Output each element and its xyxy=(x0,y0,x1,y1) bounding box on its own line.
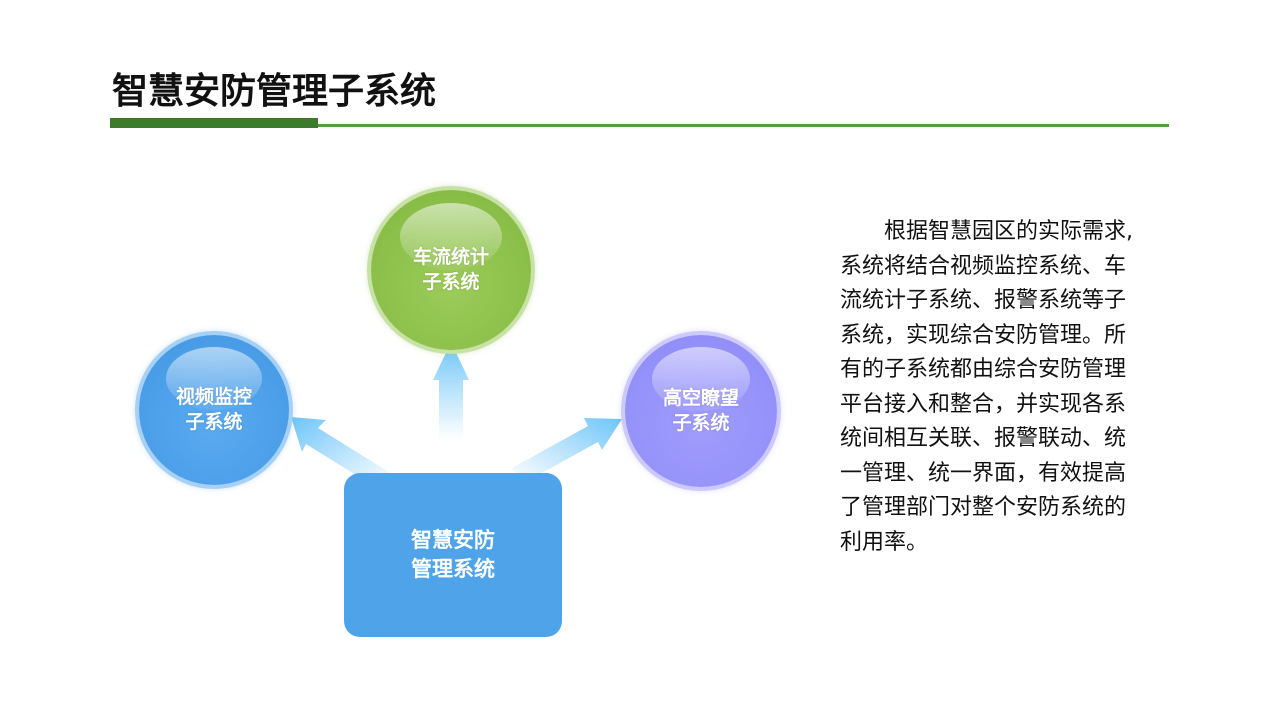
subsystem-diagram: 车流统计 子系统 视频监控 子系统 高空瞭望 子系统 智慧安防 管理系统 xyxy=(139,190,777,637)
node-label-line1: 车流统计 xyxy=(412,246,489,268)
arrow-up-icon xyxy=(433,342,469,440)
page-title: 智慧安防管理子系统 xyxy=(112,71,437,112)
node-label-line1: 高空瞭望 xyxy=(662,387,739,409)
title-underline xyxy=(318,124,1169,127)
video-monitoring-node: 视频监控 子系统 xyxy=(139,335,289,485)
central-management-system-box: 智慧安防 管理系统 xyxy=(344,473,562,637)
aerial-lookout-node: 高空瞭望 子系统 xyxy=(625,335,777,487)
arrow-up-right-icon xyxy=(512,418,622,484)
node-label-line2: 子系统 xyxy=(672,412,730,434)
arrows-layer xyxy=(291,342,622,490)
description-paragraph: 根据智慧园区的实际需求, 系统将结合视频监控系统、车流统计子系统、报警系统等子系… xyxy=(840,219,1133,555)
node-label-line2: 子系统 xyxy=(422,271,480,293)
traffic-statistics-node: 车流统计 子系统 xyxy=(371,190,531,350)
center-label-line1: 智慧安防 xyxy=(411,528,495,552)
node-label-line1: 视频监控 xyxy=(175,386,252,408)
title-underline-accent xyxy=(110,118,318,128)
arrow-up-left-icon xyxy=(291,417,392,490)
node-label-line2: 子系统 xyxy=(185,411,243,433)
center-label-line2: 管理系统 xyxy=(411,557,495,581)
